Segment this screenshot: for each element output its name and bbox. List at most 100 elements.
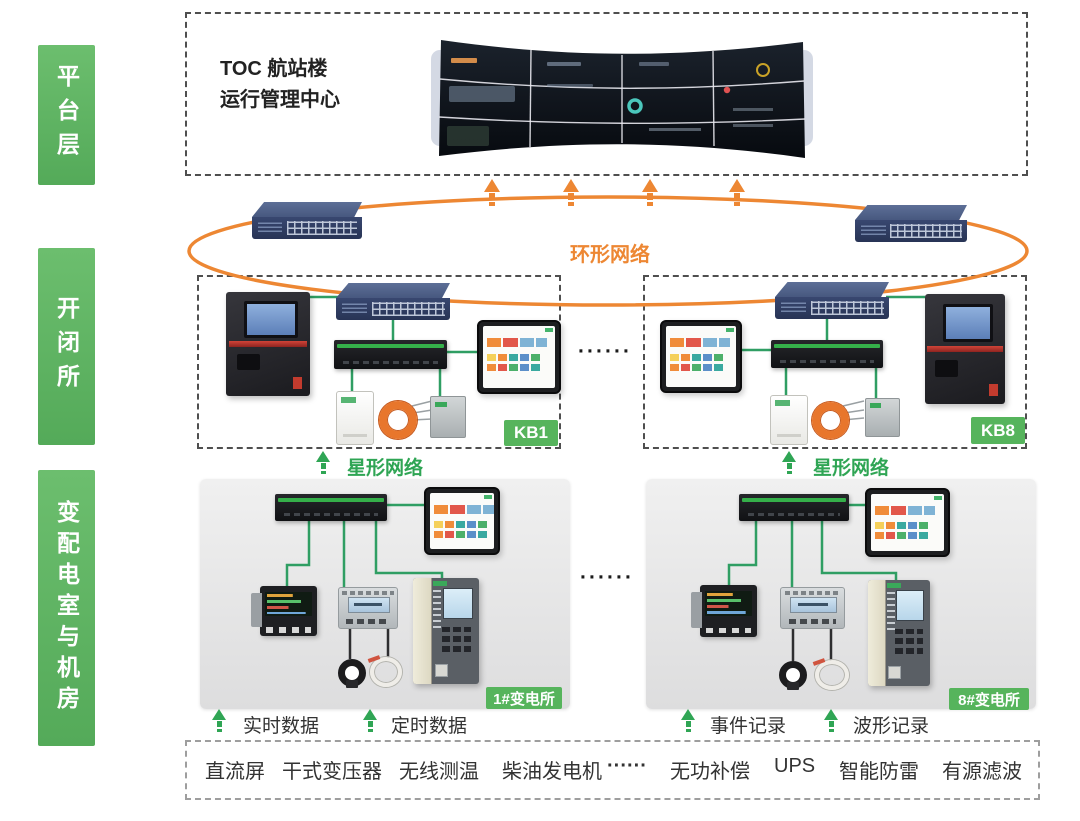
video-wall <box>431 40 813 158</box>
sub1-ct-clamp <box>338 659 366 688</box>
equip-ups: UPS <box>774 755 816 777</box>
scada-screen <box>430 493 494 549</box>
cabinet-logo <box>293 376 303 389</box>
sub8-rogowski-coil <box>815 660 849 690</box>
relay-keypad <box>895 628 923 655</box>
kb8-network-switch <box>775 282 889 319</box>
cabinet-stripe <box>927 345 1003 352</box>
sub1-hmi-touchscreen <box>424 487 500 555</box>
cabinet-slot <box>236 354 261 370</box>
platform-layer-box: TOC 航站楼 运行管理中心 <box>185 12 1028 176</box>
relay-door <box>413 578 432 684</box>
realtime-data-label: 实时数据 <box>243 716 320 737</box>
equip-wireless-temp: 无线测温 <box>399 761 479 783</box>
event-record-arrow <box>680 709 696 732</box>
relay-keypad <box>442 626 472 653</box>
kb1-badge: KB1 <box>504 420 558 446</box>
cabinet-screen <box>942 303 994 342</box>
measuring-lcd <box>790 596 837 614</box>
kb1-station-box: KB1 <box>197 275 561 449</box>
measuring-buttons <box>345 618 391 625</box>
uplink-arrow-4 <box>729 179 745 206</box>
kb1-fiber-coil <box>379 401 417 439</box>
scada-screen <box>483 326 555 388</box>
scada-screen <box>666 326 736 387</box>
toc-title: TOC 航站楼 运行管理中心 <box>220 54 340 116</box>
star-network-arrow-left <box>315 451 331 474</box>
cabinet-logo <box>988 384 998 397</box>
waveform-record-arrow <box>823 709 839 732</box>
meter-buttons <box>705 627 752 634</box>
sub8-measuring-unit <box>780 587 845 629</box>
uplink-arrow-3 <box>642 179 658 206</box>
equip-diesel-generator: 柴油发电机 <box>502 761 602 783</box>
relay-brand <box>433 581 448 587</box>
cabinet-slot <box>935 360 958 377</box>
sub8-hmi-touchscreen <box>865 488 950 557</box>
ring-network-switch-left <box>252 202 362 239</box>
ring-network-label: 环形网络 <box>570 244 650 266</box>
fire-alarm-cabinet <box>925 294 1005 404</box>
kb8-wall-transducer <box>770 395 808 445</box>
sub1-comm-server <box>275 494 387 521</box>
meter-lcd <box>705 590 752 616</box>
relay-screen <box>896 589 925 622</box>
scheduled-data-arrow <box>362 709 378 732</box>
fire-alarm-cabinet <box>226 292 310 396</box>
kb8-fiber-coil <box>812 402 849 439</box>
measuring-buttons <box>788 618 837 625</box>
waveform-record-label: 波形记录 <box>853 716 930 737</box>
substation8-badge: 8#变电所 <box>949 688 1029 710</box>
toc-title-line1: TOC 航站楼 <box>220 58 328 80</box>
relay-screen <box>443 587 474 620</box>
event-record-label: 事件记录 <box>710 716 787 737</box>
kb8-hmi-touchscreen <box>660 320 742 393</box>
cabinet-screen <box>244 301 298 338</box>
sub1-protection-relay <box>413 578 479 684</box>
relay-logo <box>888 665 902 679</box>
star-network-arrow-right <box>781 451 797 474</box>
kb8-station-box: KB8 <box>643 275 1027 449</box>
layer-label-platform: 平台层 <box>38 45 95 185</box>
equip-reactive-compensation: 无功补偿 <box>670 761 750 783</box>
sub1-measuring-unit <box>338 587 398 629</box>
uplink-arrow-1 <box>484 179 500 206</box>
kb1-junction-device <box>430 396 466 438</box>
sub8-ct-clamp <box>779 661 807 690</box>
kb1-comm-server <box>334 340 447 369</box>
measuring-lcd <box>347 596 391 614</box>
meter-lcd <box>265 591 312 616</box>
meter-buttons <box>265 627 312 633</box>
ring-network-ellipse <box>187 195 1029 307</box>
uplink-arrow-2 <box>563 179 579 206</box>
relay-leds <box>887 589 895 630</box>
kb8-badge: KB8 <box>971 417 1025 444</box>
equipment-row-box: 直流屏 干式变压器 无线测温 柴油发电机 ······ 无功补偿 UPS 智能防… <box>185 740 1040 800</box>
equip-lightning-protection: 智能防雷 <box>839 761 919 783</box>
realtime-data-arrow <box>211 709 227 732</box>
sub8-protection-relay <box>868 580 930 686</box>
star-network-label-left: 星形网络 <box>347 458 424 479</box>
substation1-badge: 1#变电所 <box>486 687 562 709</box>
equip-active-filter: 有源滤波 <box>942 761 1022 783</box>
equip-dry-transformer: 干式变压器 <box>282 761 382 783</box>
scheduled-data-label: 定时数据 <box>391 716 468 737</box>
ring-network-switch-right <box>855 205 967 242</box>
scada-screen <box>871 494 944 551</box>
substation8-box: 8#变电所 <box>646 479 1036 710</box>
kb8-junction-device <box>865 398 900 437</box>
kb8-comm-server <box>771 340 883 368</box>
substation1-box: 1#变电所 <box>200 479 570 709</box>
relay-brand <box>887 583 902 589</box>
sub1-power-meter <box>251 586 317 636</box>
kb1-network-switch <box>336 283 450 320</box>
sensor-cables <box>348 624 833 661</box>
kb1-wall-transducer <box>336 391 374 445</box>
relay-logo <box>434 663 448 677</box>
kb-ellipsis: ······ <box>578 340 632 363</box>
sub-ellipsis: ······ <box>580 566 634 589</box>
kb1-hmi-touchscreen <box>477 320 561 394</box>
equip-dc-panel: 直流屏 <box>205 761 265 783</box>
